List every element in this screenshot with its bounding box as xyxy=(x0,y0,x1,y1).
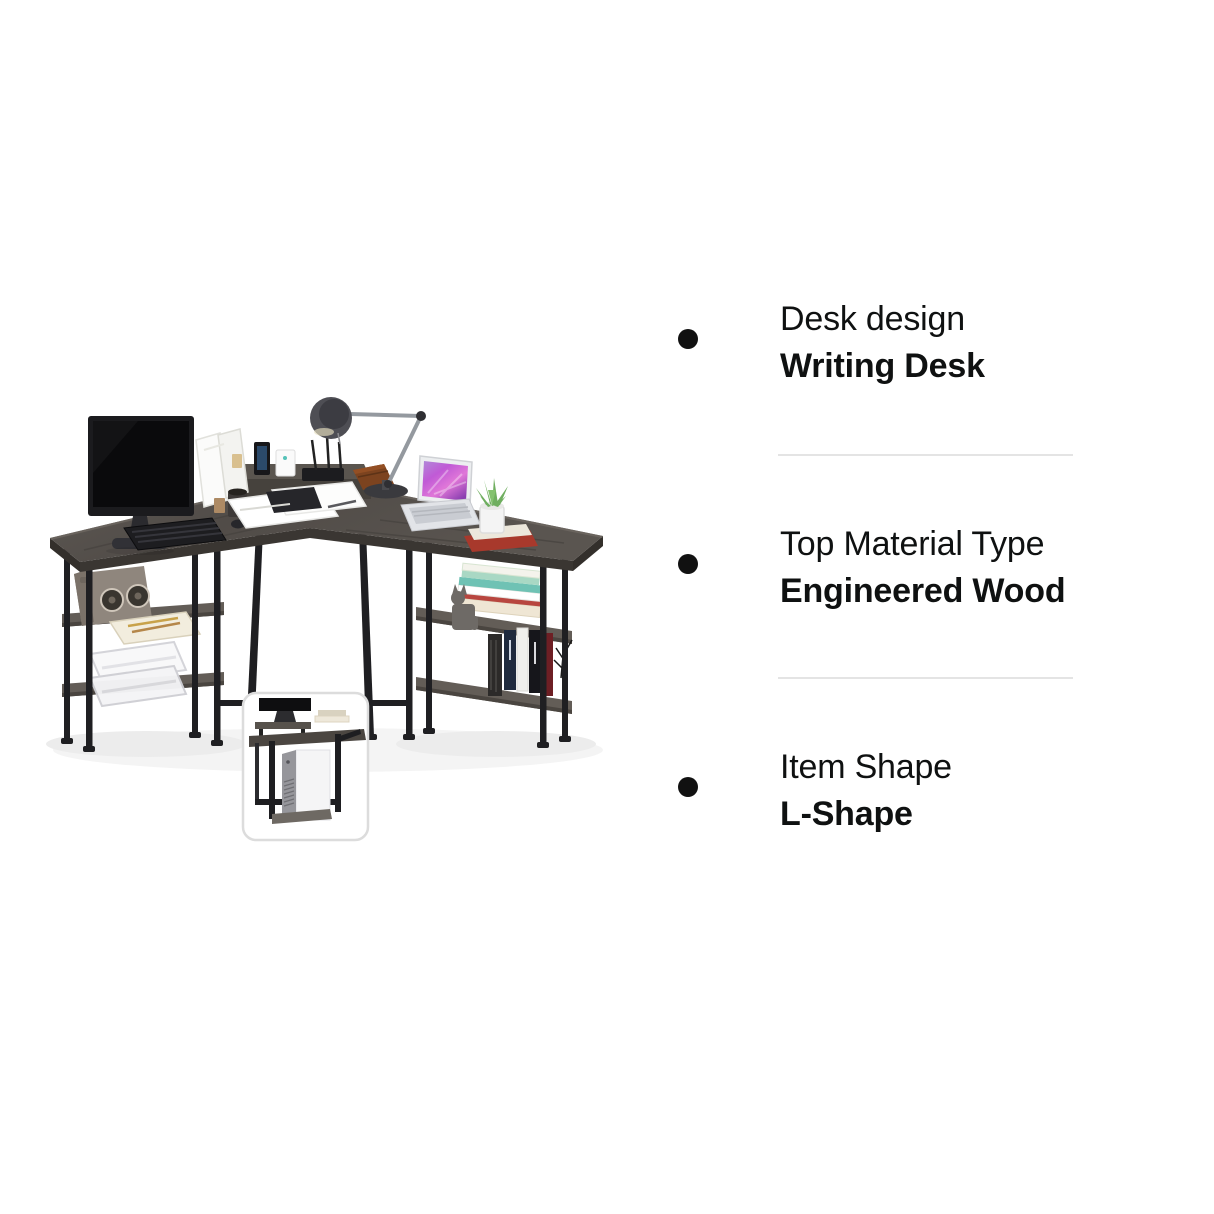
plant xyxy=(464,478,538,552)
bullet-icon xyxy=(678,554,698,574)
paper-trays xyxy=(88,640,188,708)
white-speaker-box xyxy=(275,449,296,477)
desk-illustration xyxy=(46,397,603,842)
inset-pc-tower xyxy=(282,749,331,821)
desk-frame xyxy=(61,502,571,752)
fact-top-material: Top Material Type Engineered Wood xyxy=(678,521,1118,615)
keyboard xyxy=(123,517,245,551)
inset-detail xyxy=(241,691,370,842)
tag xyxy=(232,454,242,468)
fact-value: L-Shape xyxy=(780,795,913,833)
inset-low-shelf xyxy=(272,809,332,824)
clipboard-papers xyxy=(108,611,202,645)
pen xyxy=(310,439,318,471)
laptop xyxy=(400,455,481,532)
product-photo xyxy=(28,378,620,864)
inset-desktop xyxy=(249,729,366,747)
speaker xyxy=(74,566,152,626)
inset-monitor xyxy=(259,698,311,711)
desk-papers xyxy=(226,481,368,529)
riser-items xyxy=(254,435,344,481)
fact-item-shape: Item Shape L-Shape xyxy=(678,744,1118,838)
fact-label: Item Shape xyxy=(780,748,952,786)
vertical-books xyxy=(488,627,573,696)
fact-value: Engineered Wood xyxy=(780,572,1066,610)
file-organizers xyxy=(195,428,249,508)
fact-divider xyxy=(778,454,1073,456)
cat-bookend xyxy=(451,584,478,630)
pen xyxy=(325,435,331,471)
cork-pot xyxy=(214,498,225,513)
fact-divider xyxy=(778,677,1073,679)
tablet xyxy=(266,487,322,513)
pen-tray xyxy=(302,468,344,481)
bullet-icon xyxy=(678,777,698,797)
fact-label: Desk design xyxy=(780,300,965,338)
desk-lamp xyxy=(310,397,426,499)
bullet-icon xyxy=(678,329,698,349)
book-stack xyxy=(453,562,542,619)
fact-value: Writing Desk xyxy=(780,347,985,385)
pen xyxy=(327,499,357,509)
antenna xyxy=(337,441,343,471)
fact-label: Top Material Type xyxy=(780,525,1045,563)
fact-desk-design: Desk design Writing Desk xyxy=(678,296,1118,390)
